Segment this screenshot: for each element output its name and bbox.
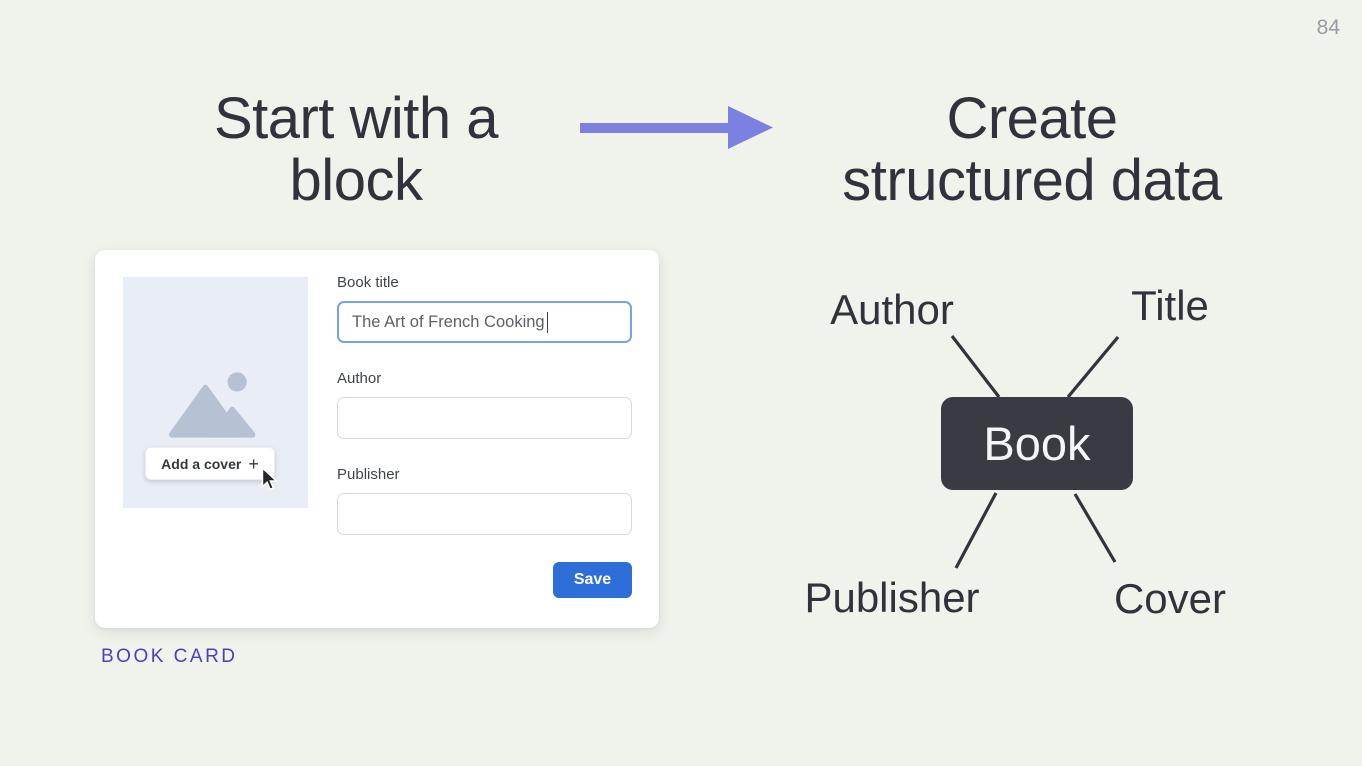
- author-label: Author: [337, 370, 382, 387]
- diagram-node-title: Title: [1131, 282, 1209, 329]
- save-row: Save: [337, 562, 632, 598]
- left-heading: Start with a block: [136, 88, 576, 212]
- diagram-connector-lines: [950, 335, 1120, 569]
- book-title-label: Book title: [337, 274, 399, 291]
- add-cover-label: Add a cover: [161, 455, 242, 472]
- plus-icon: +: [248, 453, 259, 474]
- left-heading-line2: block: [289, 148, 423, 213]
- book-title-value: The Art of French Cooking: [352, 312, 545, 331]
- right-heading: Create structured data: [792, 88, 1272, 212]
- right-heading-line2: structured data: [842, 148, 1222, 213]
- cover-placeholder: Add a cover +: [123, 277, 308, 508]
- diagram-node-publisher: Publisher: [804, 574, 980, 621]
- diagram-node-author: Author: [830, 286, 954, 333]
- book-card: Add a cover + Book title The Art of Frenc…: [95, 250, 659, 628]
- diagram-node-cover: Cover: [1113, 575, 1227, 622]
- book-title-input[interactable]: The Art of French Cooking: [337, 301, 632, 343]
- save-button[interactable]: Save: [553, 562, 632, 598]
- right-arrow-icon: [580, 106, 773, 149]
- left-heading-line1: Start with a: [213, 86, 499, 151]
- right-heading-line1: Create: [946, 86, 1118, 151]
- book-form: Book title The Art of French Cooking Aut…: [337, 274, 632, 598]
- publisher-label: Publisher: [337, 466, 400, 483]
- page-number: 84: [1316, 16, 1340, 39]
- diagram-center-node: Book: [941, 397, 1133, 490]
- publisher-input[interactable]: [337, 493, 632, 535]
- add-cover-button[interactable]: Add a cover +: [145, 447, 275, 480]
- image-placeholder-icon: [168, 372, 255, 438]
- book-card-caption: BOOK CARD: [101, 646, 238, 667]
- author-input[interactable]: [337, 397, 632, 439]
- mouse-cursor-icon: [261, 467, 279, 491]
- text-cursor: [546, 311, 549, 333]
